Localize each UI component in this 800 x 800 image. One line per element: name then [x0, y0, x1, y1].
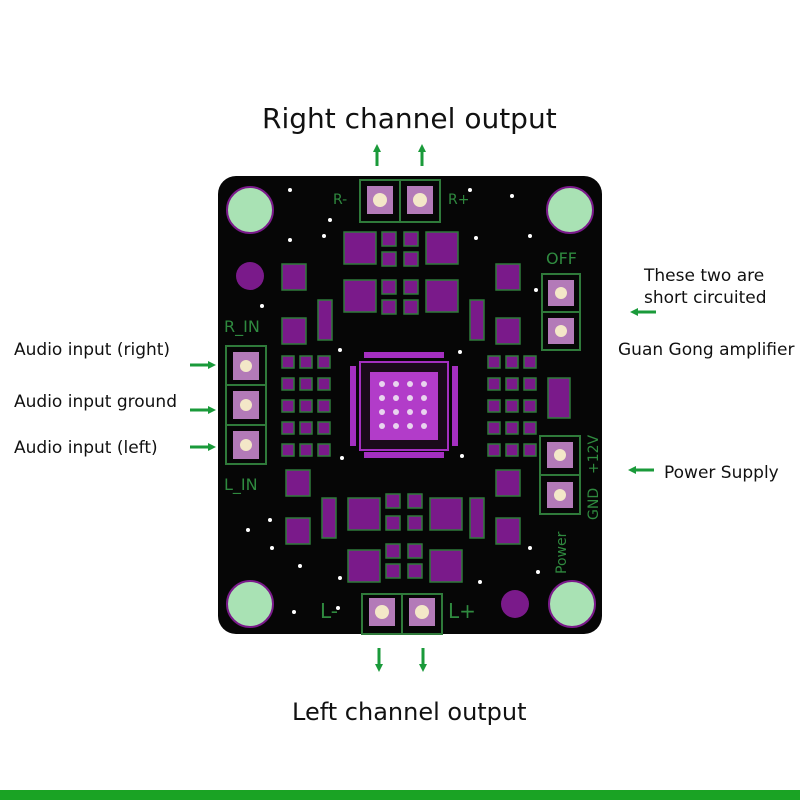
l-plus-pin [415, 605, 429, 619]
amplifier-chip [350, 352, 458, 458]
audio-input-right-label: Audio input (right) [14, 340, 171, 360]
r-minus-pin [373, 193, 387, 207]
audio-input-terminal [225, 345, 267, 465]
arrows [190, 144, 656, 672]
power-supply-label: Power Supply [664, 463, 779, 483]
audio-left-pin [240, 439, 252, 451]
component-pads-sides [281, 355, 571, 457]
component-pads-top [281, 231, 521, 345]
power-silkscreen: Power [554, 531, 570, 574]
mount-hole-top-right [546, 186, 594, 234]
via-pad [236, 262, 264, 290]
off-silkscreen: OFF [546, 249, 577, 268]
mount-hole-bottom-right [548, 580, 596, 628]
white-vias [246, 188, 540, 614]
audio-ground-pin [240, 399, 252, 411]
plus12v-silkscreen: +12V [586, 434, 602, 474]
component-pads-bottom [285, 469, 521, 583]
mount-hole-top-left [226, 186, 274, 234]
l-minus-silkscreen: L- [320, 599, 338, 623]
right-channel-output-title: Right channel output [262, 102, 557, 135]
r-minus-silkscreen: R- [333, 192, 347, 208]
short-circuit-label-line1: These two are [644, 266, 765, 286]
r-plus-silkscreen: R+ [448, 192, 469, 208]
r-in-silkscreen: R_IN [224, 317, 260, 337]
l-minus-pin [375, 605, 389, 619]
bottom-green-bar [0, 790, 800, 800]
audio-input-left-label: Audio input (left) [14, 438, 158, 458]
audio-input-ground-label: Audio input ground [14, 392, 178, 412]
r-plus-pin [413, 193, 427, 207]
gnd-silkscreen: GND [586, 488, 602, 520]
via-pad [501, 590, 529, 618]
short-circuit-label-line2: short circuited [644, 288, 767, 308]
l-plus-silkscreen: L+ [448, 599, 476, 623]
l-in-silkscreen: L_IN [224, 475, 258, 495]
left-channel-output-title: Left channel output [292, 698, 527, 726]
guan-gong-amplifier-label: Guan Gong amplifier [618, 340, 795, 360]
audio-right-pin [240, 360, 252, 372]
mount-hole-bottom-left [226, 580, 274, 628]
